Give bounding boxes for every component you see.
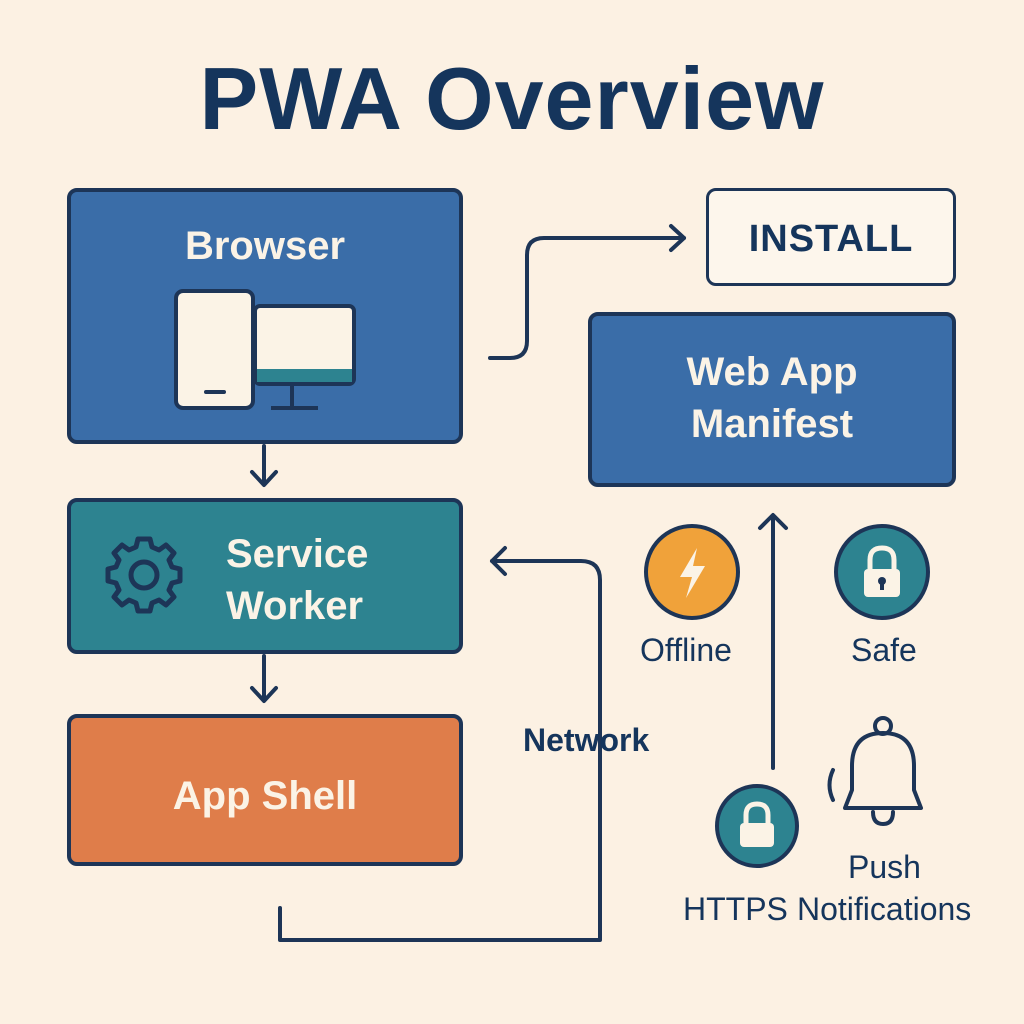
app-shell-node: App Shell bbox=[67, 714, 463, 866]
safe-lock-icon bbox=[834, 524, 930, 620]
service-worker-label: Service Worker bbox=[226, 528, 368, 632]
service-worker-node: Service Worker bbox=[67, 498, 463, 654]
offline-label: Offline bbox=[640, 632, 732, 668]
service-worker-label-line-1: Service bbox=[226, 532, 369, 576]
arrow-browser-to-service-worker bbox=[250, 444, 278, 487]
page-title: PWA Overview bbox=[199, 49, 825, 148]
service-worker-label-line-2: Worker bbox=[226, 584, 364, 628]
arrow-service-worker-to-app-shell bbox=[250, 654, 278, 703]
arrow-browser-to-install bbox=[488, 224, 686, 360]
https-lock-icon bbox=[715, 784, 799, 868]
install-node: INSTALL bbox=[706, 188, 956, 286]
push-label-line-2: Notifications bbox=[797, 891, 972, 927]
network-label: Network bbox=[523, 722, 650, 758]
bell-icon bbox=[827, 716, 923, 826]
push-label-line-1: Push bbox=[848, 849, 921, 885]
safe-label: Safe bbox=[851, 632, 917, 668]
lightning-icon bbox=[644, 524, 740, 620]
install-label: INSTALL bbox=[748, 218, 914, 260]
https-label: HTTPS bbox=[683, 891, 788, 927]
devices-icon bbox=[174, 289, 356, 410]
browser-label: Browser bbox=[184, 224, 346, 268]
gear-icon bbox=[105, 536, 183, 614]
app-shell-label: App Shell bbox=[172, 774, 358, 818]
manifest-node: Web App Manifest bbox=[588, 312, 956, 487]
manifest-label-line-2: Manifest bbox=[690, 402, 854, 446]
manifest-label-line-1: Web App bbox=[686, 350, 858, 394]
arrow-https-to-manifest bbox=[758, 513, 788, 770]
manifest-label: Web App Manifest bbox=[592, 346, 952, 450]
network-loop-arrow bbox=[278, 546, 602, 942]
